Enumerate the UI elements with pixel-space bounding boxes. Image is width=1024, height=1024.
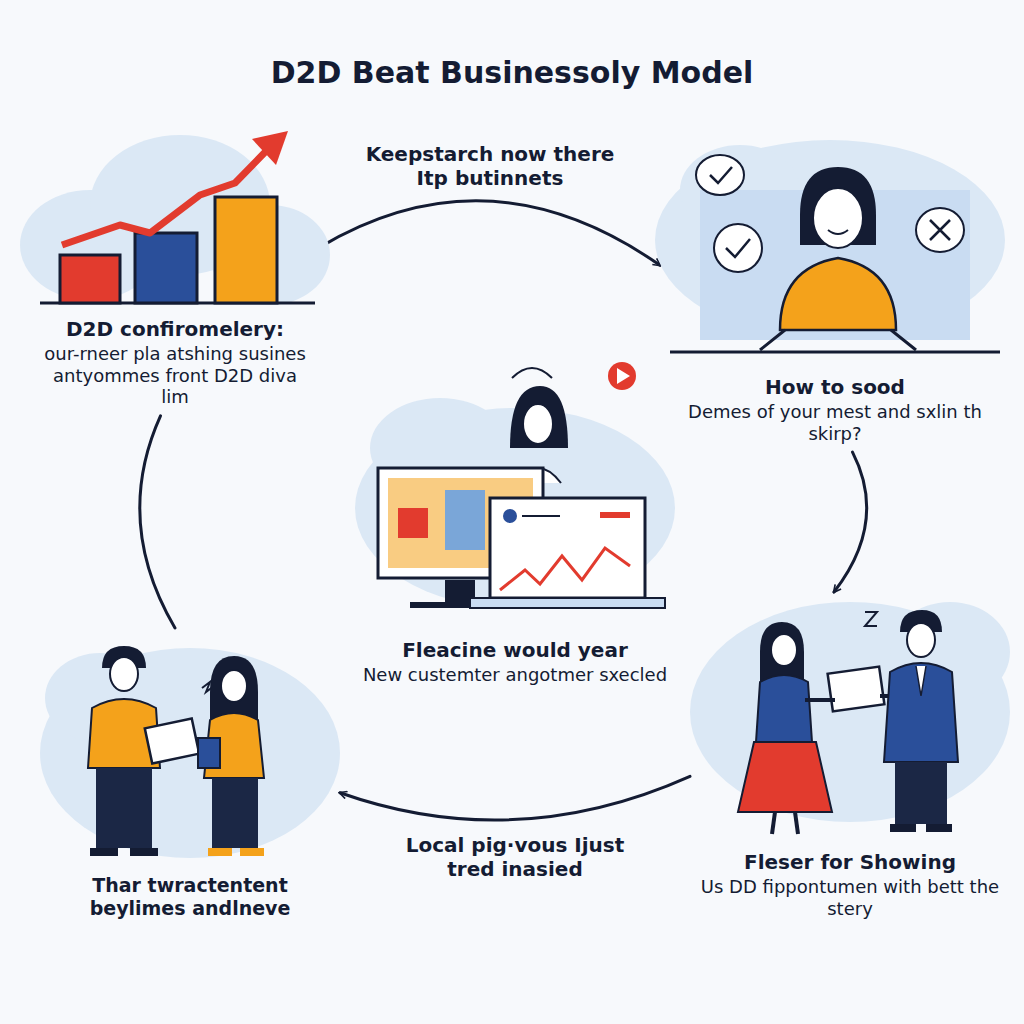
step-heading: Fleacine would year [360,638,670,662]
presenter-illustration [660,130,1010,370]
cycle-arrow [834,452,867,592]
step-text: New custemter angotmer sxecled [360,664,670,686]
illustrated-step: Thar twractentent beylimes andlneve [40,628,340,928]
step-text: Demes of your mest and sxlin th skirp? [670,401,1000,444]
arrow-label: Keepstarch now there Itp butinnets [361,141,619,191]
arrow-label: Local pig·vous Ijust tred inasied [386,832,644,882]
illustrated-step: Fleacine would yearNew custemter angotme… [350,358,680,694]
step-heading: How to sood [670,375,1000,399]
cycle-arrow [340,776,690,820]
computer-illustration [350,358,680,628]
cycle-arrow [140,416,175,628]
cycle-arrow [320,201,660,265]
illustrated-step: How to soodDemes of your mest and sxlin … [660,130,1010,452]
step-text: Us DD fippontumen with bett the stery [700,876,1000,919]
step-text: Thar twractentent beylimes andlneve [50,874,330,920]
step-heading: D2D confiromelery: [40,317,310,341]
diagram-title: D2D Beat Businessoly Model [0,55,1024,90]
illustrated-step: Fleser for ShowingUs DD fippontumen with… [690,592,1010,927]
handover-illustration [690,592,1010,842]
step-text: our-rneer pla atshing susines antyommes … [40,343,310,408]
meeting-illustration [40,628,340,868]
bar-chart-illustration [30,125,320,315]
illustrated-step: D2D confiromelery:our-rneer pla atshing … [30,125,320,416]
step-heading: Fleser for Showing [700,850,1000,874]
